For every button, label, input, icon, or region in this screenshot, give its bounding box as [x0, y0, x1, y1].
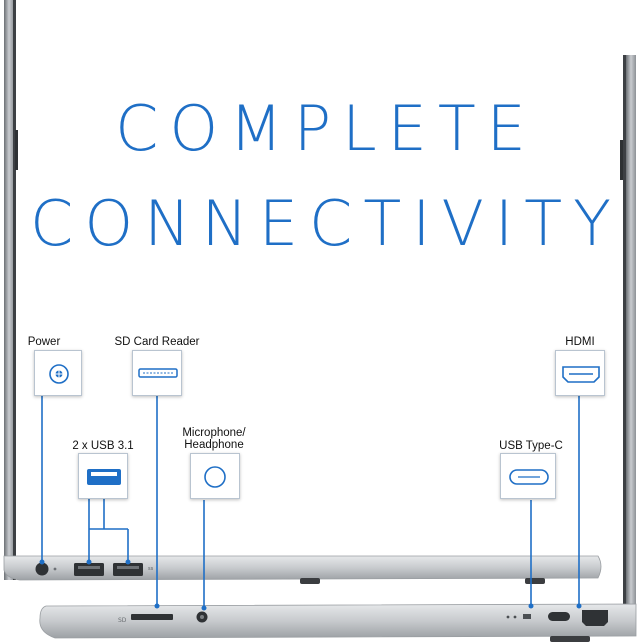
sd-card-slot-icon [131, 614, 173, 620]
power-port-icon [49, 364, 69, 384]
right-laptop-lid [620, 55, 636, 615]
usb-type-c-label: USB Type-C [499, 440, 563, 452]
hdmi-icon-box [555, 350, 605, 396]
left-laptop-lid [4, 0, 18, 580]
sd-card-slot-icon [138, 368, 178, 378]
audio-icon-box [190, 453, 240, 499]
headline-line-1: COMPLETE [115, 92, 537, 165]
hdmi-port-icon [562, 366, 600, 383]
svg-text:SD: SD [118, 617, 127, 624]
usb-3-1-label: 2 x USB 3.1 [72, 440, 134, 452]
leader-lines [41, 396, 580, 608]
headphone-jack-icon [204, 466, 226, 488]
power-label: Power [27, 336, 61, 348]
sd-card-reader-label: SD Card Reader [114, 336, 200, 348]
power-port-icon [35, 562, 49, 576]
left-laptop-base: ss [3, 555, 602, 584]
usb-c-icon-box [500, 453, 556, 499]
usb-c-port-icon [509, 469, 549, 485]
headline-line-2: CONNECTIVITY [30, 187, 622, 260]
usb-port-icon [113, 563, 143, 576]
usb-icon-box [78, 453, 128, 499]
right-laptop-base: SD [39, 603, 637, 642]
usb-a-port-icon [87, 469, 121, 485]
microphone-label-line-2: Headphone [184, 439, 244, 451]
svg-text:ss: ss [148, 566, 154, 572]
microphone-label-line-1: Microphone/ [182, 427, 246, 439]
usb-port-icon [74, 563, 104, 576]
sd-card-icon-box [132, 350, 182, 396]
hdmi-port-icon [582, 610, 608, 626]
power-icon-box [34, 350, 82, 396]
usb-c-port-icon [548, 612, 570, 621]
hdmi-label: HDMI [565, 336, 595, 348]
